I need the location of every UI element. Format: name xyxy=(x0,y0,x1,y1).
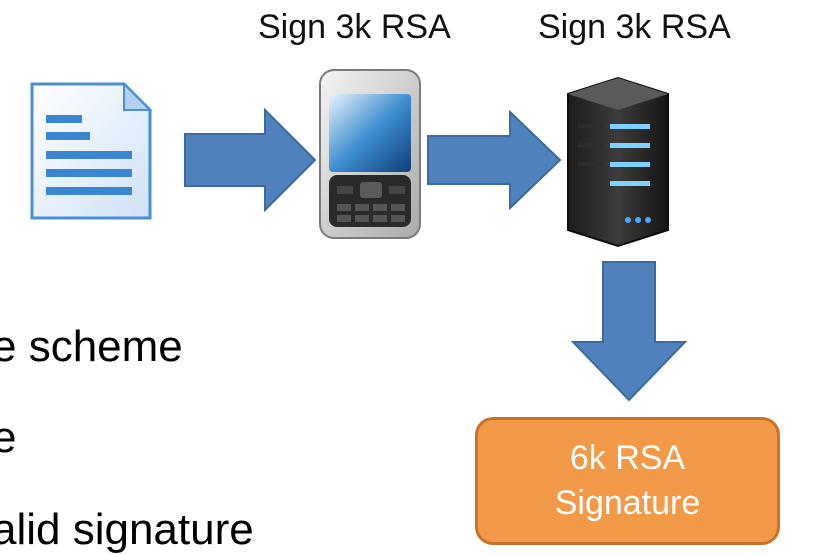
mobile-phone-icon xyxy=(319,69,421,239)
result-line-2: Signature xyxy=(554,484,701,522)
bullet-text-2: e xyxy=(0,413,17,462)
document-icon xyxy=(30,81,153,220)
server-step-label: Sign 3k RSA xyxy=(538,8,731,46)
server-icon xyxy=(567,76,669,248)
result-signature-box: 6k RSA Signature xyxy=(475,417,780,545)
arrow-phone-to-server xyxy=(427,109,562,211)
arrow-server-to-signature xyxy=(570,261,688,402)
bullet-text-1: e scheme xyxy=(0,322,183,371)
arrow-document-to-phone xyxy=(184,107,317,213)
result-line-1: 6k RSA xyxy=(569,439,686,477)
phone-step-label: Sign 3k RSA xyxy=(258,8,451,46)
bullet-text-3: alid signature xyxy=(0,505,254,554)
